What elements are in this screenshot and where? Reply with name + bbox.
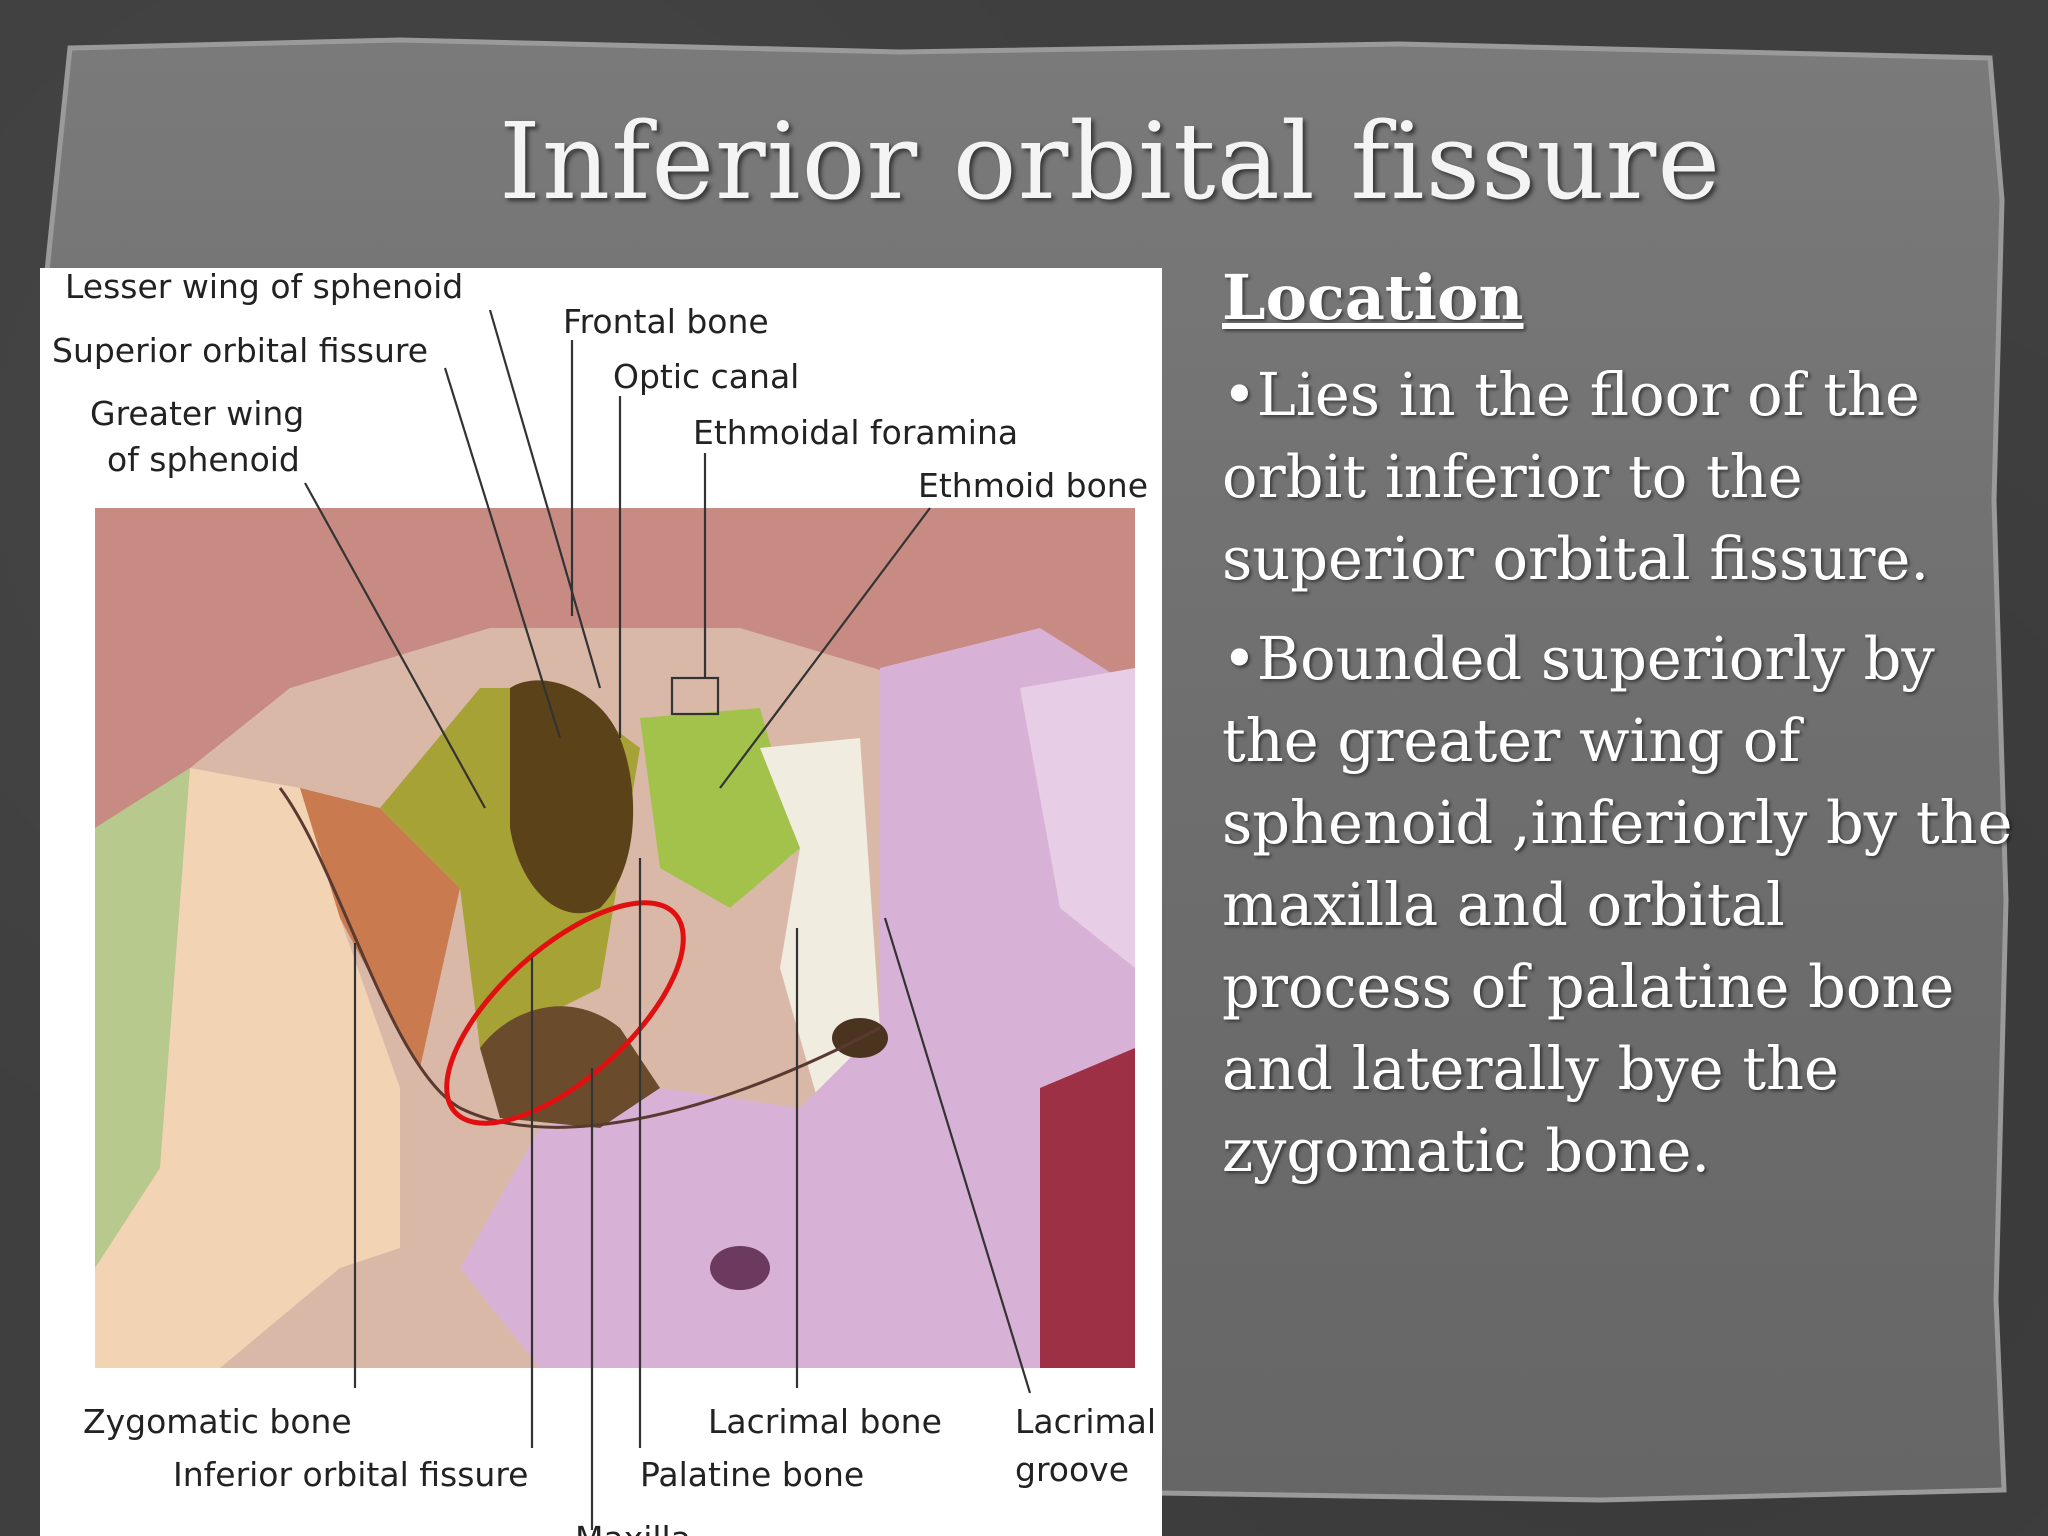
label-greater-wing-line1: Greater wing <box>90 394 304 433</box>
leader-lacrimal-groove <box>883 917 1032 1394</box>
bullet-item: •Bounded superiorly by the greater wing … <box>1222 624 2013 1185</box>
leader-lesser-wing <box>488 309 602 689</box>
location-heading: Location <box>1222 261 1524 334</box>
red-region <box>1040 1048 1135 1368</box>
label-inferior-orbital-fissure: Inferior orbital fissure <box>173 1455 528 1494</box>
label-ethmoidal-foramina: Ethmoidal foramina <box>693 413 1018 452</box>
label-zygomatic-bone: Zygomatic bone <box>83 1402 352 1441</box>
label-lesser-wing: Lesser wing of sphenoid <box>65 268 463 306</box>
lateral-green-region <box>95 768 190 1268</box>
highlight-ellipse <box>444 900 686 1126</box>
label-ethmoid-bone: Ethmoid bone <box>918 466 1148 505</box>
label-maxilla: Maxilla <box>575 1519 691 1536</box>
leader-superior-orbital-fissure <box>443 367 562 739</box>
orbit-anatomy-figure: Lesser wing of sphenoid Superior orbital… <box>40 268 1162 1536</box>
leader-greater-wing <box>304 482 486 809</box>
infraorbital-foramen <box>710 1246 770 1290</box>
slide-title: Inferior orbital fissure <box>498 100 1722 223</box>
label-lacrimal-groove-line2: groove <box>1015 1450 1129 1489</box>
ethmoid-region <box>640 708 800 908</box>
label-frontal-bone: Frontal bone <box>563 302 769 341</box>
orange-region <box>300 788 460 1068</box>
zygomatic-bone-region <box>95 768 400 1368</box>
label-optic-canal: Optic canal <box>613 357 799 396</box>
ethmoidal-foramina-box <box>670 676 720 716</box>
orbital-rim-line <box>278 787 881 1129</box>
leader-ethmoid-bone <box>719 507 931 789</box>
location-text-column: Location •Lies in the floor of the orbit… <box>1222 258 2022 1210</box>
inferior-orbital-fissure-dark <box>480 1006 660 1128</box>
label-area-bottom <box>40 1368 1162 1536</box>
label-lacrimal-bone: Lacrimal bone <box>708 1402 942 1441</box>
label-palatine-bone: Palatine bone <box>640 1455 864 1494</box>
nasal-region <box>1020 668 1135 968</box>
superior-orbital-fissure-dark <box>510 680 634 914</box>
label-greater-wing-line2: of sphenoid <box>107 440 300 479</box>
bullet-item: •Lies in the floor of the orbit inferior… <box>1222 360 1930 593</box>
frontal-bone-region <box>95 508 1135 868</box>
label-superior-orbital-fissure: Superior orbital fissure <box>52 331 428 370</box>
lacrimal-region <box>760 738 880 1108</box>
orbit-illustration: Lesser wing of sphenoid Superior orbital… <box>40 268 1162 1536</box>
label-area-top <box>40 268 1162 508</box>
label-area-left <box>40 508 95 1368</box>
label-lacrimal-groove-line1: Lacrimal <box>1015 1402 1156 1441</box>
